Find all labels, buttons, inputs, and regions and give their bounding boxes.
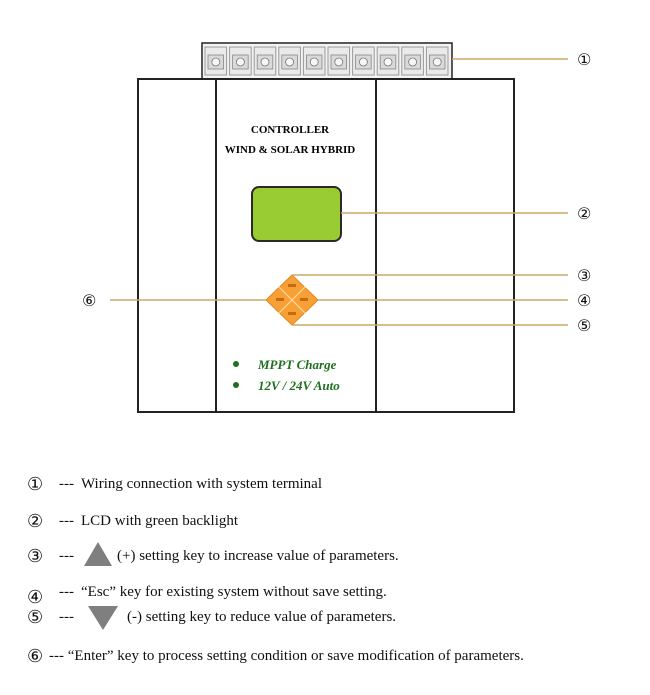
- legend-number: ②: [27, 511, 44, 531]
- terminal-screw: [352, 46, 375, 76]
- controller-diagram: CONTROLLER WIND & SOLAR HYBRID MPPT Char…: [82, 42, 591, 413]
- legend-text: Wiring connection with system terminal: [81, 476, 323, 492]
- legend-dash: ---: [59, 513, 74, 529]
- terminal-screw: [401, 46, 424, 76]
- callout-1: ①: [577, 50, 591, 69]
- terminal-screw: [302, 46, 326, 76]
- callout-2: ②: [577, 204, 591, 223]
- legend-dash: ---: [59, 548, 74, 564]
- terminal-screw: [327, 46, 351, 76]
- legend-text-with-dash: --- “Enter” key to process setting condi…: [49, 645, 524, 667]
- terminal-screw: [253, 46, 277, 76]
- legend-text: “Esc” key for existing system without sa…: [81, 584, 387, 600]
- legend-text: LCD with green backlight: [81, 513, 239, 529]
- legend-number: ⑤: [27, 607, 44, 627]
- terminal-screw: [278, 46, 301, 76]
- enter-key[interactable]: [276, 298, 284, 301]
- legend-dash: ---: [59, 476, 74, 492]
- feature-mppt: MPPT Charge: [257, 357, 337, 372]
- legend-number: ④: [27, 587, 44, 607]
- legend-dash: ---: [49, 648, 64, 664]
- callout-lines: [110, 58, 568, 326]
- legend-text: (+) setting key to increase value of par…: [117, 548, 399, 564]
- down-triangle-icon: [88, 606, 118, 630]
- down-key[interactable]: [288, 312, 296, 315]
- legend-dash: ---: [59, 584, 74, 600]
- legend-text: (-) setting key to reduce value of param…: [127, 609, 397, 625]
- legend-text: “Enter” key to process setting condition…: [67, 648, 524, 664]
- callout-4: ④: [577, 291, 591, 310]
- mppt-indicator-dot: [233, 361, 239, 367]
- terminal-screw: [204, 46, 228, 76]
- wiring-terminal-block: [201, 42, 453, 80]
- terminal-screw: [425, 46, 449, 76]
- terminal-screw: [229, 46, 252, 76]
- callout-5: ⑤: [577, 316, 591, 335]
- legend-number: ①: [27, 474, 44, 494]
- controller-body: [137, 78, 515, 413]
- feature-voltage: 12V / 24V Auto: [258, 378, 340, 393]
- legend-dash: ---: [59, 609, 74, 625]
- device-title-line2: WIND & SOLAR HYBRID: [225, 144, 356, 156]
- esc-key[interactable]: [300, 298, 308, 301]
- voltage-indicator-dot: [233, 382, 239, 388]
- callout-3: ③: [577, 266, 591, 285]
- legend-number: ⑥: [27, 646, 44, 666]
- up-key[interactable]: [288, 284, 296, 287]
- terminal-screw: [376, 46, 400, 76]
- callout-6: ⑥: [82, 291, 96, 310]
- lcd-screen: [251, 186, 342, 242]
- device-title-line1: CONTROLLER: [251, 124, 330, 136]
- up-triangle-icon: [84, 542, 112, 566]
- legend-number: ③: [27, 546, 44, 566]
